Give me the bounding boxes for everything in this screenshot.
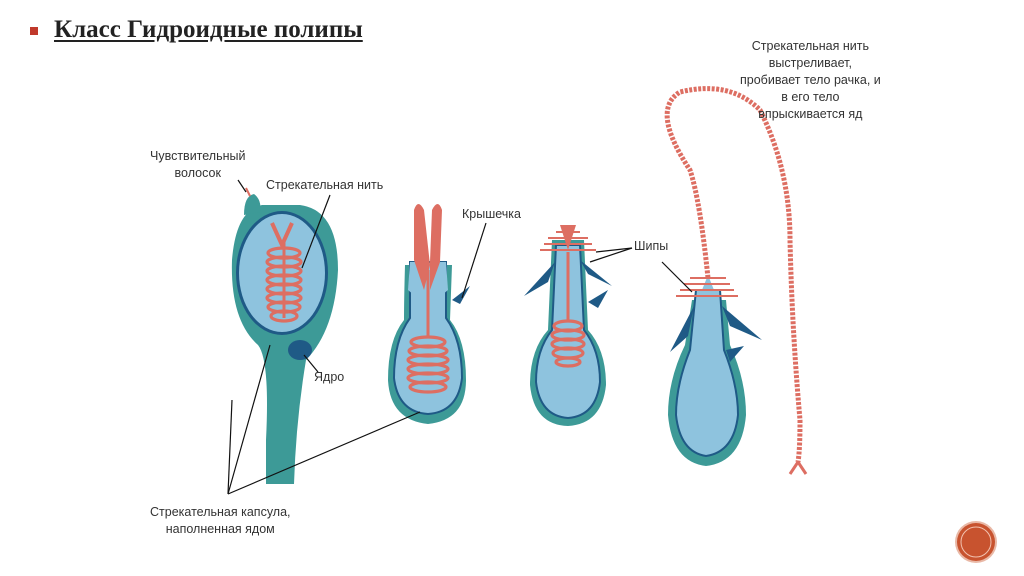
slide-title: Класс Гидроидные полипы bbox=[54, 16, 363, 43]
capsule-label: Стрекательная капсула, наполненная ядом bbox=[150, 504, 291, 538]
capsule-label-line2: наполненная ядом bbox=[165, 522, 275, 536]
nucleus-icon bbox=[288, 340, 312, 360]
spines-label: Шипы bbox=[634, 239, 669, 253]
bullet-icon bbox=[30, 27, 38, 35]
pointer-lines bbox=[227, 179, 693, 495]
fired-label-line3: пробивает тело рачка, и bbox=[740, 73, 881, 87]
fired-label-line4: в его тело bbox=[781, 90, 840, 104]
cnidocyte-lid bbox=[388, 204, 470, 424]
lid-label: Крышечка bbox=[462, 207, 521, 221]
fired-thread-label: Стрекательная нить выстреливает, пробива… bbox=[740, 38, 881, 123]
capsule-label-line1: Стрекательная капсула, bbox=[150, 505, 291, 519]
sensitive-hair-label: Чувствительный волосок bbox=[150, 148, 245, 182]
next-slide-button[interactable] bbox=[957, 523, 995, 561]
stinging-thread-label: Стрекательная нить bbox=[266, 178, 384, 192]
cnidocyte-spines bbox=[524, 225, 612, 426]
title-bar: Класс Гидроидные полипы bbox=[30, 16, 363, 44]
chevron-right-icon bbox=[960, 526, 992, 558]
nucleus-label: Ядро bbox=[314, 370, 345, 384]
sensitive-hair-label-line2: волосок bbox=[174, 166, 221, 180]
fired-label-line1: Стрекательная нить bbox=[751, 39, 869, 53]
sensitive-hair-label-line1: Чувствительный bbox=[150, 149, 246, 163]
fired-label-line2: выстреливает, bbox=[768, 56, 852, 70]
cnidocyte-fired bbox=[664, 86, 808, 475]
cnidocyte-resting bbox=[231, 187, 338, 484]
fired-label-line5: впрыскивается яд bbox=[758, 107, 863, 121]
